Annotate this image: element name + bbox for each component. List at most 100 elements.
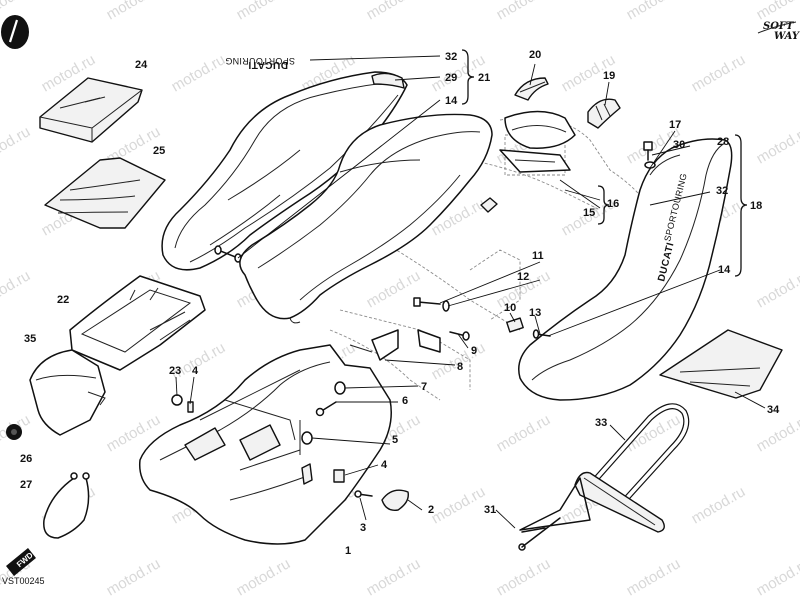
watermark-text: motod.ru: [0, 267, 33, 311]
part-19-bumper: [587, 98, 621, 129]
callout-22: 22: [57, 294, 69, 306]
tail-left-model: SPORTOURING: [225, 56, 295, 66]
callout-8: 8: [457, 361, 463, 373]
watermark-text: motod.ru: [624, 0, 684, 23]
watermark-text: motod.ru: [429, 483, 489, 527]
watermark-text: motod.ru: [494, 411, 554, 455]
watermark-text: motod.ru: [754, 555, 800, 599]
part-20-bumper: [514, 77, 549, 101]
part-33-u-lock: [574, 403, 690, 533]
callout-12: 12: [517, 271, 529, 283]
callout-18: 18: [750, 200, 762, 212]
leader-lines: [175, 55, 766, 529]
part-31-lock-cable: [518, 477, 591, 551]
drawing-code: VST00245: [2, 576, 45, 586]
part-6-screw: [315, 401, 337, 417]
part-13-bolt: [532, 329, 551, 339]
watermark-text: motod.ru: [104, 0, 164, 23]
part-18-tail-cowl: DUCATI SPORTOURING: [518, 138, 733, 401]
callout-35: 35: [24, 333, 36, 345]
logo-line-2: WAY: [774, 31, 800, 42]
callout-labels: 32 29 21 14 20 19 17 28 30 32 18 16 15 1…: [20, 49, 780, 557]
callout-34: 34: [767, 404, 780, 416]
callout-32b: 32: [716, 185, 728, 197]
watermark-text: motod.ru: [104, 555, 164, 599]
callout-17: 17: [669, 119, 681, 131]
callout-19: 19: [603, 70, 615, 82]
part-22-tool-tray: [69, 275, 206, 371]
part-4-clip-lower: [333, 469, 345, 483]
part-3-screw: [354, 490, 373, 498]
callout-5: 5: [392, 434, 398, 446]
callout-4a: 4: [192, 365, 199, 377]
part-7-washer: [334, 381, 346, 395]
callout-2: 2: [428, 504, 434, 516]
callout-31: 31: [484, 504, 496, 516]
callout-14b: 14: [718, 264, 731, 276]
watermark-text: motod.ru: [624, 555, 684, 599]
watermark-text: motod.ru: [494, 0, 554, 23]
watermark-text: motod.ru: [364, 555, 424, 599]
callout-23: 23: [169, 365, 181, 377]
callout-33: 33: [595, 417, 607, 429]
part-10-spacer: [506, 317, 524, 333]
part-35-storage-bag: [29, 349, 106, 436]
callout-30: 30: [673, 139, 685, 151]
callout-13: 13: [529, 307, 541, 319]
part-11-bolt: [413, 297, 441, 307]
callout-16: 16: [607, 198, 619, 210]
watermark-text: motod.ru: [364, 0, 424, 23]
part-24-document-pouch: [39, 77, 143, 143]
watermark-text: motod.ru: [754, 0, 800, 23]
part-27-cable: [43, 472, 90, 539]
callout-29: 29: [445, 72, 457, 84]
callout-1: 1: [345, 545, 351, 557]
part-28-screw: [643, 141, 653, 161]
callout-11: 11: [532, 250, 544, 262]
part-34-cover: [659, 329, 783, 399]
callout-32a: 32: [445, 51, 457, 63]
watermark-text: motod.ru: [234, 0, 294, 23]
watermark-text: motod.ru: [754, 267, 800, 311]
callout-20: 20: [529, 49, 541, 61]
watermark-text: motod.ru: [754, 123, 800, 167]
part-15-latch-clip: [480, 197, 498, 213]
watermark-text: motod.ru: [754, 411, 800, 455]
brand-disc-icon: [1, 15, 29, 49]
watermark-text: motod.ru: [0, 123, 33, 167]
callout-6: 6: [402, 395, 408, 407]
group-braces: [461, 49, 748, 277]
part-25-cover: [44, 157, 166, 229]
watermark-text: motod.ru: [234, 555, 294, 599]
callout-9: 9: [471, 345, 477, 357]
part-1-undertray: [138, 344, 392, 545]
softway-logo: SOFT WAY: [757, 21, 800, 42]
callout-10: 10: [504, 302, 516, 314]
tail-left-brand: DUCATI: [248, 59, 288, 70]
callout-27: 27: [20, 479, 32, 491]
callout-14a: 14: [445, 95, 458, 107]
callout-24: 24: [135, 59, 148, 71]
callout-7: 7: [421, 381, 427, 393]
callout-21: 21: [478, 72, 490, 84]
callout-15: 15: [583, 207, 595, 219]
callout-3: 3: [360, 522, 366, 534]
logo-line-1: SOFT: [763, 21, 795, 32]
watermark-text: motod.ru: [689, 51, 749, 95]
watermark-text: motod.ru: [494, 555, 554, 599]
part-2-grommet: [381, 489, 409, 511]
callout-26: 26: [20, 453, 32, 465]
part-23-nut: [171, 394, 183, 406]
watermark-text: motod.ru: [169, 51, 229, 95]
part-26-grommet: [6, 424, 22, 440]
callout-4b: 4: [381, 459, 388, 471]
callout-28: 28: [717, 136, 729, 148]
callout-25: 25: [153, 145, 165, 157]
part-5-washer: [301, 431, 313, 445]
main-seat: [239, 113, 493, 324]
watermark-text: motod.ru: [689, 483, 749, 527]
part-8-bracket: [349, 329, 441, 361]
part-16-seat-latch: [499, 110, 576, 173]
